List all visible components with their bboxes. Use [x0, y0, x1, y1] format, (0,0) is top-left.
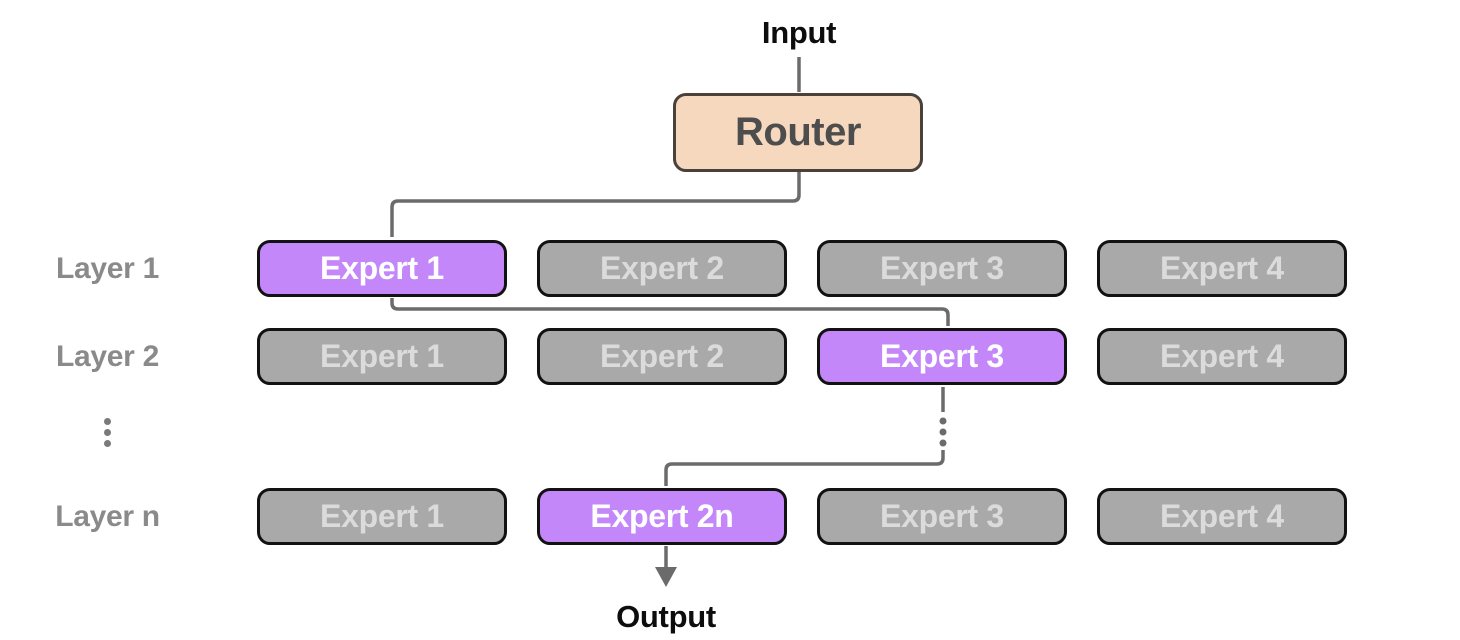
- expert-box-layer2-expert2: Expert 2: [537, 328, 787, 385]
- expert-label: Expert 4: [1160, 338, 1284, 374]
- wire-expert1-to-layer2-expert3: [390, 298, 950, 326]
- expert-label: Expert 2: [600, 338, 724, 374]
- expert-label: Expert 3: [880, 250, 1004, 286]
- expert-box-layern-expert4: Expert 4: [1097, 488, 1347, 545]
- layer-1-row: Expert 1 Expert 2 Expert 3 Expert 4: [257, 240, 1347, 297]
- expert-box-layer1-expert1: Expert 1: [257, 240, 507, 297]
- wire-router-to-layer1-expert1: [390, 172, 801, 237]
- expert-label: Expert 4: [1160, 498, 1284, 534]
- expert-label: Expert 3: [880, 338, 1004, 374]
- expert-box-layer1-expert3: Expert 3: [817, 240, 1067, 297]
- expert-box-layern-expert1: Expert 1: [257, 488, 507, 545]
- ellipsis-dot: [103, 440, 111, 447]
- layer-n-row: Expert 1 Expert 2n Expert 3 Expert 4: [257, 488, 1347, 545]
- expert-box-layer2-expert1: Expert 1: [257, 328, 507, 385]
- input-label: Input: [761, 15, 837, 50]
- vertical-ellipsis-icon: [100, 418, 114, 447]
- expert-box-layer2-expert4: Expert 4: [1097, 328, 1347, 385]
- expert-box-layer2-expert3: Expert 3: [817, 328, 1067, 385]
- router-box: Router: [673, 93, 923, 172]
- layer-2-row: Expert 1 Expert 2 Expert 3 Expert 4: [257, 328, 1347, 385]
- wire-continuation-dots-icon: [939, 417, 947, 447]
- layer-2-label: Layer 2: [56, 340, 159, 373]
- router-label: Router: [735, 110, 861, 154]
- wire-to-layern-expert2n: [664, 450, 945, 486]
- expert-box-layern-expert3: Expert 3: [817, 488, 1067, 545]
- expert-label: Expert 1: [320, 498, 444, 534]
- expert-box-layern-expert2n: Expert 2n: [537, 488, 787, 545]
- arrow-down-icon: [655, 567, 677, 587]
- expert-label: Expert 4: [1160, 250, 1284, 286]
- expert-label: Expert 2n: [590, 498, 734, 534]
- expert-label: Expert 1: [320, 250, 444, 286]
- expert-box-layer1-expert2: Expert 2: [537, 240, 787, 297]
- expert-label: Expert 2: [600, 250, 724, 286]
- expert-label: Expert 1: [320, 338, 444, 374]
- ellipsis-dot: [103, 418, 111, 425]
- expert-box-layer1-expert4: Expert 4: [1097, 240, 1347, 297]
- layer-1-label: Layer 1: [56, 252, 159, 285]
- ellipsis-dot: [103, 429, 111, 436]
- output-label: Output: [616, 599, 716, 634]
- output-arrow: [655, 546, 677, 587]
- layer-n-label: Layer n: [55, 500, 160, 533]
- expert-label: Expert 3: [880, 498, 1004, 534]
